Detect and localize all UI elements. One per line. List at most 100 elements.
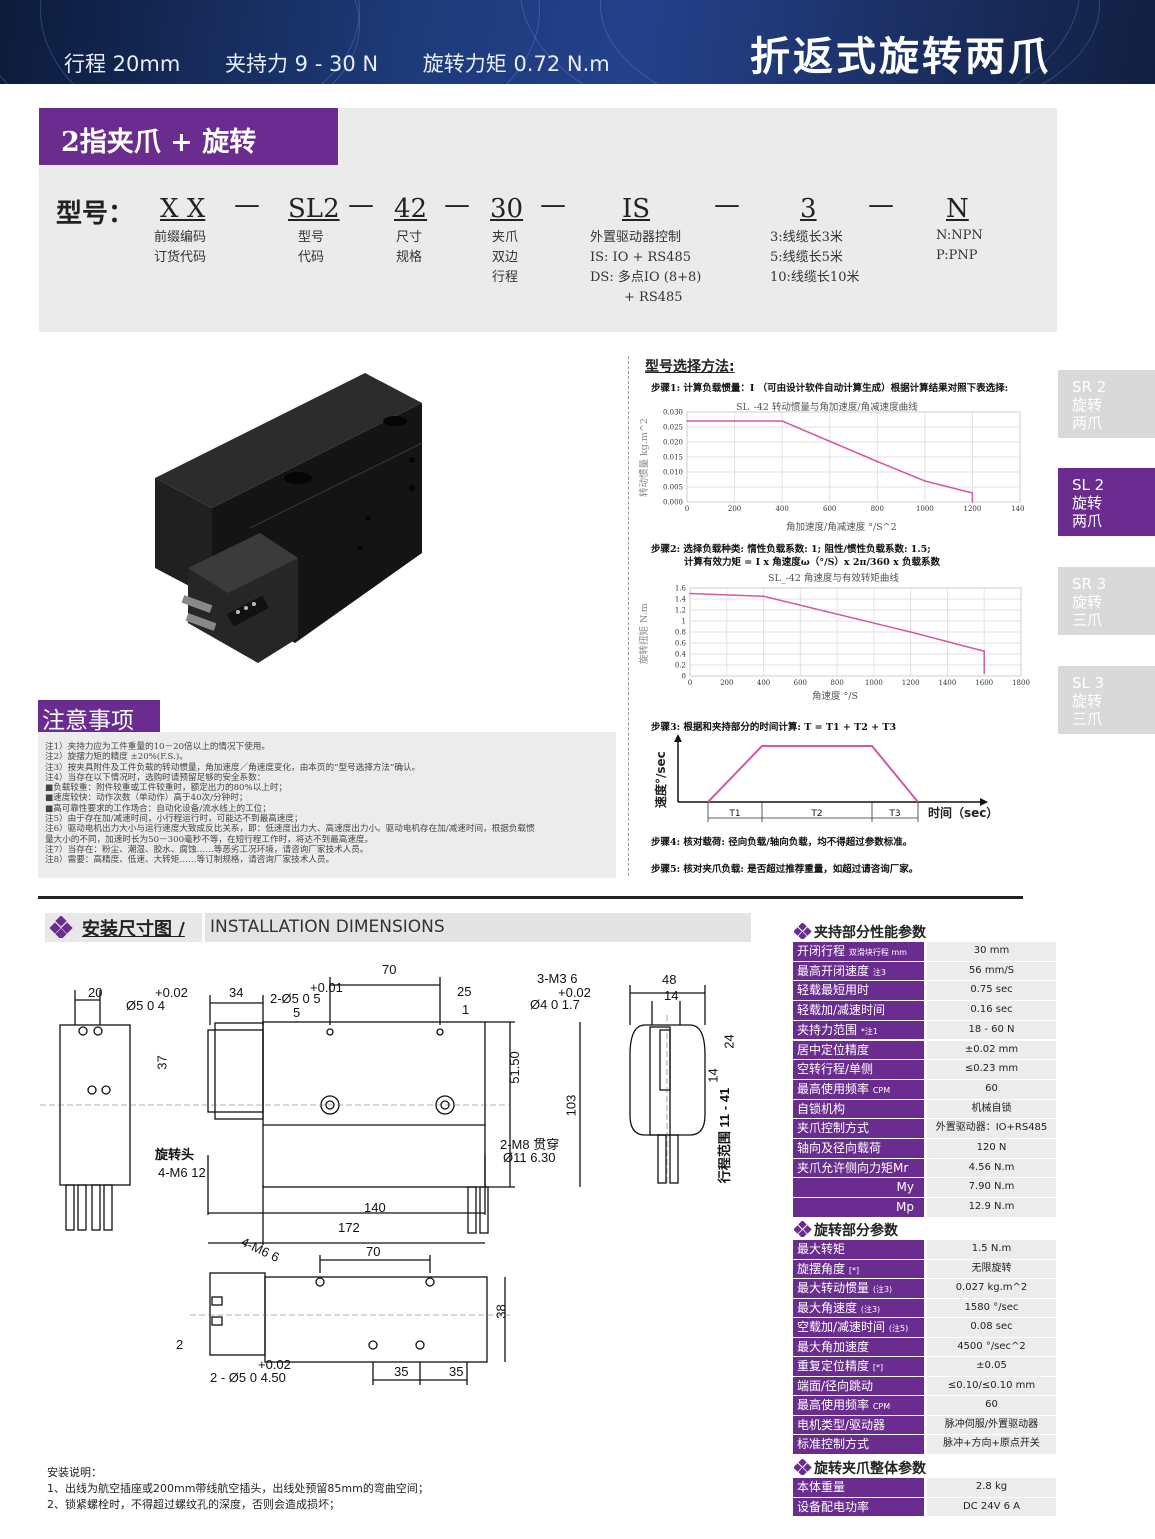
param-row: 电机类型/驱动器 脉冲伺服/外置驱动器 bbox=[793, 1415, 1056, 1436]
dimension-drawing bbox=[40, 977, 706, 1385]
y-tick-label: 1 bbox=[682, 618, 686, 626]
chart2-xlabel: 角速度 °/S bbox=[812, 691, 858, 702]
param-key: 最大转矩 bbox=[793, 1240, 924, 1259]
data-point bbox=[781, 420, 783, 422]
param-key: 旋摆角度 [*] bbox=[793, 1259, 924, 1279]
step-4: 步骤4: 核对载荷: 径向负载/轴向负载，均不得超过参数标准。 bbox=[651, 837, 913, 848]
param-row: 夹爪允许侧向力矩Mr 4.56 N.m bbox=[793, 1158, 1056, 1179]
y-tick-label: 0.005 bbox=[663, 484, 683, 492]
step-5: 步骤5: 核对夹爪负载: 是否超过推荐重量，如超过请咨询厂家。 bbox=[651, 864, 919, 875]
dim-label: 1 bbox=[462, 1002, 470, 1017]
param-key: 空转行程/单侧 bbox=[793, 1060, 924, 1079]
x-tick-label: 600 bbox=[794, 679, 807, 687]
x-tick-label: 600 bbox=[823, 505, 836, 513]
data-point bbox=[762, 595, 765, 598]
param-key: 自锁机构 bbox=[793, 1099, 924, 1119]
param-value: 2.8 kg bbox=[927, 1478, 1056, 1497]
chart3-xlabel: 时间（sec） bbox=[928, 806, 999, 820]
param-key: 开闭行程 双滑块行程 mm bbox=[793, 942, 924, 961]
x-tick-label: 200 bbox=[728, 505, 741, 513]
param-value: 无限旋转 bbox=[927, 1259, 1056, 1279]
spec-stroke: 行程 20mm bbox=[64, 52, 181, 76]
overall-table-title: 旋转夹爪整体参数 bbox=[814, 1461, 926, 1477]
speed-profile bbox=[707, 745, 919, 803]
x-tick-label: 1000 bbox=[916, 505, 934, 513]
code-dash: — bbox=[234, 190, 260, 220]
param-key: 轻载加/减速时间 bbox=[793, 1001, 924, 1020]
param-value: 外置驱动器：IO+RS485 bbox=[927, 1119, 1056, 1138]
dim-label: 24 bbox=[721, 1034, 737, 1049]
y-tick-label: 1.6 bbox=[675, 585, 687, 593]
code-stroke: 30 bbox=[490, 194, 524, 224]
param-value: 4500 °/sec^2 bbox=[927, 1337, 1056, 1357]
notes-list: 注1）夹持力应为工件重量的10－20倍以上的情况下使用。注2）旋摆力矩的精度 ±… bbox=[38, 732, 616, 878]
dim-label: 172 bbox=[338, 1220, 360, 1235]
dim-label: 70 bbox=[366, 1244, 381, 1259]
param-key: 轻载最短用时 bbox=[793, 981, 924, 1001]
data-point bbox=[971, 501, 974, 503]
data-point bbox=[983, 650, 986, 653]
dim-label: +0.02 bbox=[558, 985, 591, 1000]
y-tick-label: 0.020 bbox=[663, 439, 683, 447]
x-tick-label: 0 bbox=[688, 679, 692, 687]
param-value: 0.16 sec bbox=[927, 1001, 1056, 1020]
x-tick-label: 1400 bbox=[939, 679, 957, 687]
chart-inertia: 02004006008001000120014000.0000.0050.010… bbox=[663, 409, 1025, 514]
x-tick-label: 1800 bbox=[1012, 679, 1030, 687]
chart2-title: SL_-42 角速度与有效转矩曲线 bbox=[768, 573, 899, 584]
step-2a: 步骤2: 选择负载种类: 惰性负载系数: 1; 阻性/惯性负载系数: 1.5; bbox=[651, 544, 931, 555]
param-value: 机械自锁 bbox=[927, 1099, 1056, 1119]
code-output: N bbox=[946, 194, 969, 224]
param-row: 本体重量 2.8 kg bbox=[793, 1478, 1056, 1498]
param-row: 最大转动惯量 (注3)0.027 kg.m^2 bbox=[793, 1279, 1056, 1299]
dim-label: 3-M3 6 bbox=[537, 971, 578, 986]
param-value: 60 bbox=[927, 1396, 1056, 1415]
param-key: 夹爪控制方式 bbox=[793, 1119, 924, 1138]
segment-label: T1 bbox=[728, 809, 740, 819]
y-tick-label: 0.015 bbox=[663, 454, 683, 462]
dim-label: 140 bbox=[364, 1200, 386, 1215]
dim-label: 2 - Ø5 0 4.50 bbox=[210, 1370, 286, 1385]
param-value: 30 mm bbox=[927, 942, 1056, 961]
data-point bbox=[686, 420, 688, 422]
x-tick-label: 1200 bbox=[902, 679, 920, 687]
param-row: 旋摆角度 [*]无限旋转 bbox=[793, 1259, 1056, 1280]
dim-label: 38 bbox=[493, 1304, 509, 1319]
code-dash: — bbox=[444, 190, 470, 220]
dim-label: 2 bbox=[176, 1337, 184, 1352]
install-title-en: INSTALLATION DIMENSIONS bbox=[210, 917, 445, 937]
param-row: 自锁机构 机械自锁 bbox=[793, 1099, 1056, 1120]
param-row: 端面/径向跳动 ≤0.10/≤0.10 mm bbox=[793, 1376, 1056, 1397]
rotate-table-title: 旋转部分参数 bbox=[814, 1223, 898, 1239]
param-value: 0.75 sec bbox=[927, 981, 1056, 1001]
plot-frame bbox=[686, 411, 1021, 503]
data-point bbox=[876, 460, 879, 463]
x-tick-label: 400 bbox=[757, 679, 770, 687]
param-key: 最高使用频率 CPM bbox=[793, 1079, 924, 1099]
model-section-tab: 2指夹爪 + 旋转 bbox=[39, 108, 338, 165]
param-value: 60 bbox=[927, 1079, 1056, 1099]
param-value: ±0.02 mm bbox=[927, 1040, 1056, 1060]
dim-label: 5 bbox=[293, 1005, 301, 1020]
y-tick-label: 0.025 bbox=[663, 424, 683, 432]
header-banner bbox=[0, 0, 1155, 84]
dim-label: +0.02 bbox=[258, 1357, 291, 1372]
x-tick-label: 1200 bbox=[964, 505, 982, 513]
diamond-icon bbox=[50, 916, 73, 938]
dim-label: 35 bbox=[449, 1364, 464, 1379]
diamond-icon bbox=[794, 1459, 812, 1475]
dim-label: 51.50 bbox=[506, 1051, 522, 1084]
param-value: 4.56 N.m bbox=[927, 1158, 1056, 1178]
install-title: 安装尺寸图 / bbox=[82, 919, 185, 940]
dim-label: 48 bbox=[662, 972, 677, 987]
x-axis-arrow bbox=[980, 798, 988, 806]
